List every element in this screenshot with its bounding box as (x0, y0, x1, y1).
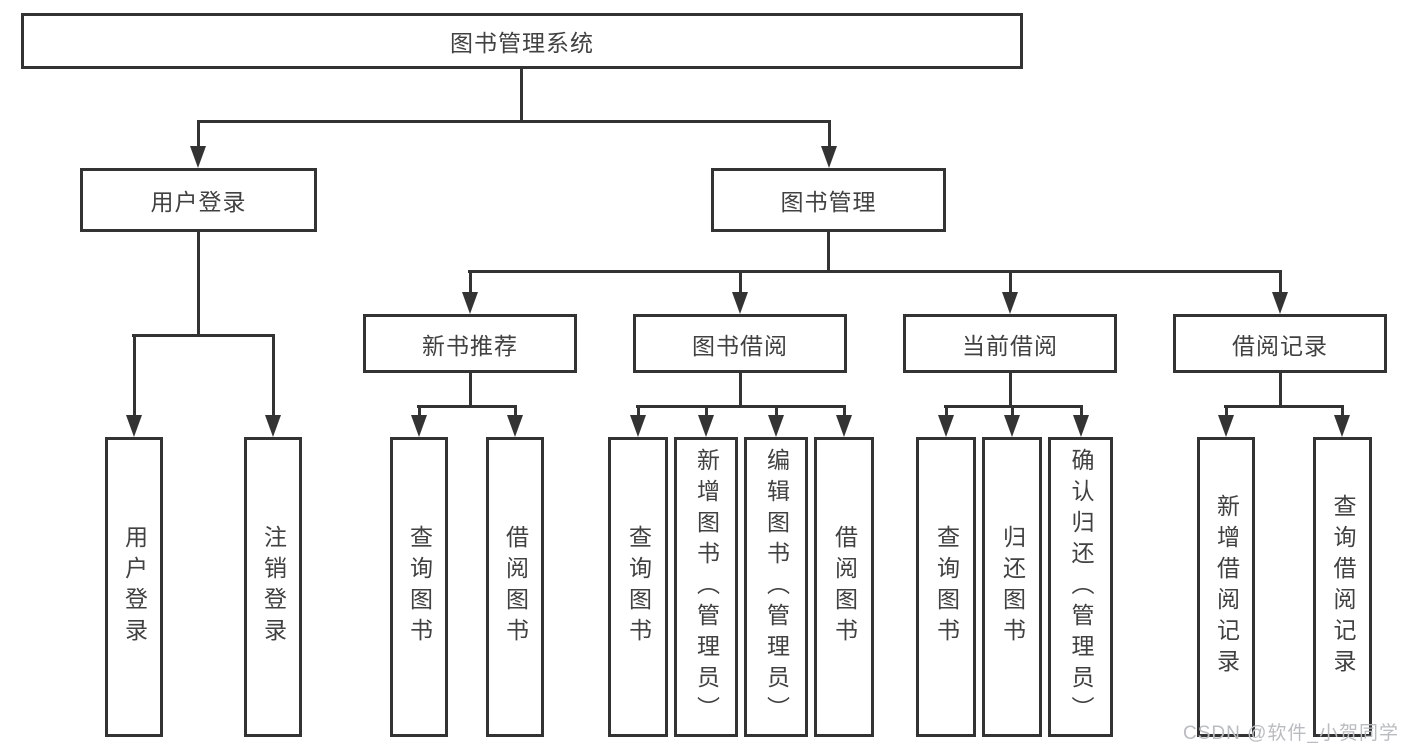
arrow-down-icon (265, 415, 281, 437)
connector-line (468, 270, 1282, 273)
leaf-logout-label: 注销登录 (260, 525, 287, 649)
leaf-add-borrow-record-label: 新增借阅记录 (1213, 494, 1240, 680)
leaf-borrow-book-recommend: 借阅图书 (486, 437, 544, 737)
arrow-down-icon (1334, 415, 1350, 437)
leaf-edit-book-admin-label: 编辑图书（管理员） (763, 447, 790, 727)
connector-line (520, 69, 523, 122)
connector-line (197, 120, 831, 123)
connector-line (944, 405, 1083, 408)
arrow-down-icon (836, 415, 852, 437)
connector-line (418, 407, 421, 417)
leaf-query-borrow-record: 查询借阅记录 (1313, 437, 1372, 737)
leaf-query-books-recommend: 查询图书 (390, 437, 448, 737)
connector-line (1225, 407, 1228, 417)
node-book-management-label: 图书管理 (780, 189, 877, 215)
arrow-down-icon (630, 415, 646, 437)
connector-line (827, 232, 830, 272)
leaf-confirm-return-admin-label: 确认归还（管理员） (1068, 447, 1094, 727)
node-book-borrowing: 图书借阅 (633, 314, 847, 373)
connector-line (1341, 407, 1344, 417)
node-user-login-label: 用户登录 (150, 189, 247, 215)
connector-line (272, 336, 275, 416)
leaf-query-books-borrowing-label: 查询图书 (625, 525, 652, 649)
leaf-add-book-admin-label: 新增图书（管理员） (693, 447, 720, 727)
node-book-management: 图书管理 (711, 168, 946, 232)
connector-line (514, 407, 517, 417)
connector-line (843, 407, 846, 417)
node-borrow-records: 借阅记录 (1173, 314, 1387, 373)
csdn-watermark: CSDN @软件_小贺同学 (1183, 723, 1399, 744)
leaf-add-borrow-record: 新增借阅记录 (1197, 437, 1255, 737)
arrow-down-icon (1002, 292, 1018, 314)
connector-line (1224, 405, 1344, 408)
arrow-down-icon (938, 415, 954, 437)
leaf-query-books-borrowing: 查询图书 (608, 437, 668, 737)
connector-line (1009, 373, 1012, 407)
arrow-down-icon (462, 292, 478, 314)
arrow-down-icon (1218, 415, 1234, 437)
arrow-down-icon (1272, 292, 1288, 314)
connector-line (469, 373, 472, 407)
node-root: 图书管理系统 (21, 13, 1023, 69)
leaf-logout: 注销登录 (244, 437, 302, 737)
arrow-down-icon (698, 415, 714, 437)
arrow-down-icon (1004, 415, 1020, 437)
node-new-book-recommend: 新书推荐 (363, 314, 577, 373)
arrow-down-icon (190, 146, 206, 168)
connector-line (132, 334, 275, 337)
arrow-down-icon (768, 415, 784, 437)
connector-line (133, 336, 136, 416)
leaf-confirm-return-admin: 确认归还（管理员） (1048, 437, 1113, 737)
connector-line (1279, 373, 1282, 407)
connector-line (705, 407, 708, 417)
connector-line (1009, 272, 1012, 294)
node-current-borrowing-label: 当前借阅 (962, 332, 1058, 359)
arrow-down-icon (1073, 415, 1089, 437)
node-current-borrowing: 当前借阅 (903, 314, 1117, 373)
connector-line (945, 407, 948, 417)
leaf-return-book-label: 归还图书 (999, 525, 1026, 649)
node-book-borrowing-label: 图书借阅 (692, 332, 788, 359)
arrow-down-icon (126, 415, 142, 437)
connector-line (636, 405, 846, 408)
leaf-borrow-book: 借阅图书 (814, 437, 874, 737)
arrow-down-icon (732, 292, 748, 314)
leaf-query-borrow-record-label: 查询借阅记录 (1330, 494, 1356, 680)
arrow-down-icon (411, 415, 427, 437)
connector-line (1011, 407, 1014, 417)
leaf-borrow-book-recommend-label: 借阅图书 (502, 525, 529, 649)
connector-line (197, 232, 200, 336)
arrow-down-icon (821, 146, 837, 168)
node-user-login: 用户登录 (80, 168, 317, 232)
connector-line (739, 373, 742, 407)
leaf-borrow-book-label: 借阅图书 (831, 525, 858, 649)
leaf-return-book: 归还图书 (982, 437, 1042, 737)
connector-line (417, 405, 517, 408)
node-root-label: 图书管理系统 (450, 30, 594, 56)
leaf-edit-book-admin: 编辑图书（管理员） (744, 437, 808, 737)
connector-line (828, 122, 831, 148)
connector-line (197, 122, 200, 148)
connector-line (637, 407, 640, 417)
node-borrow-records-label: 借阅记录 (1232, 332, 1328, 359)
node-new-book-recommend-label: 新书推荐 (422, 332, 518, 359)
leaf-user-login: 用户登录 (105, 437, 163, 737)
connector-line (1080, 407, 1083, 417)
leaf-user-login-label: 用户登录 (121, 525, 148, 649)
leaf-query-books-recommend-label: 查询图书 (406, 525, 433, 649)
connector-line (739, 272, 742, 294)
arrow-down-icon (507, 415, 523, 437)
leaf-query-books-current: 查询图书 (916, 437, 976, 737)
leaf-add-book-admin: 新增图书（管理员） (674, 437, 738, 737)
leaf-query-books-current-label: 查询图书 (933, 525, 960, 649)
connector-line (469, 272, 472, 294)
connector-line (1279, 272, 1282, 294)
connector-line (775, 407, 778, 417)
